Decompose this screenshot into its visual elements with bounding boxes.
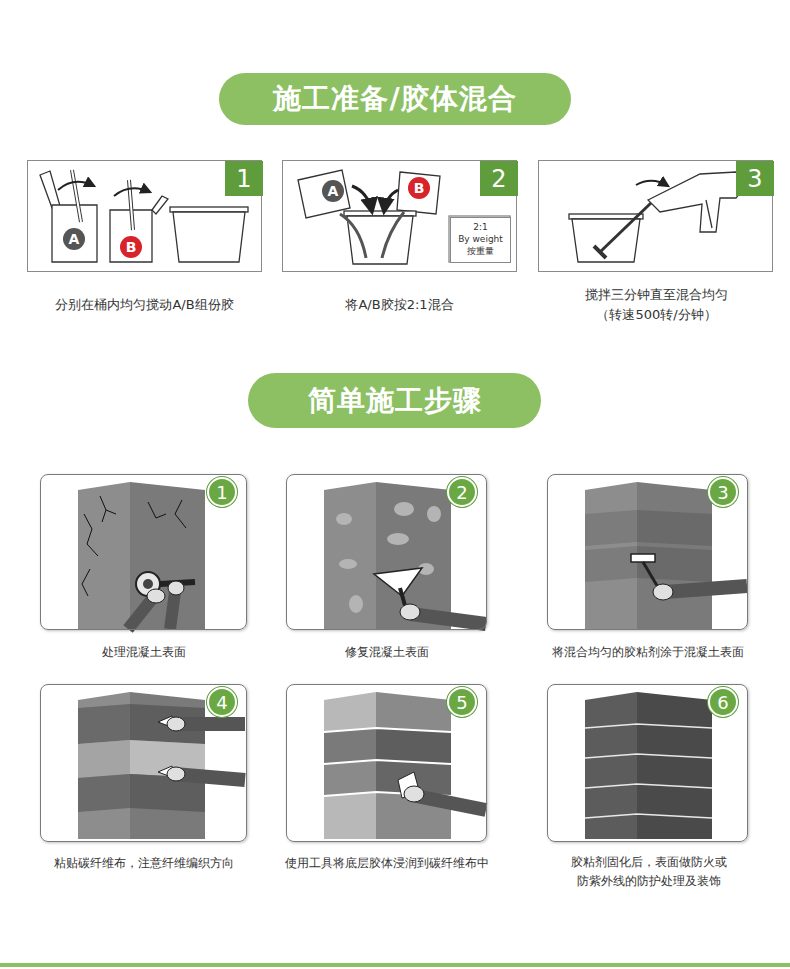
step-number-badge: 5 [447, 687, 477, 717]
step-caption: 搅拌三分钟直至混合均匀 （转速500转/分钟） [582, 285, 732, 325]
callout-number: 2 [456, 482, 467, 503]
ratio-text: By weight [458, 234, 503, 246]
number-badge: 3 [736, 161, 774, 196]
step-panel: 粘贴碳纤维布，注意纤维编织方向4 [40, 684, 247, 842]
prep-panel: 分别在桶内均匀搅动A/B组份胶1AB [27, 160, 262, 272]
step-panel: 使用工具将底层胶体浸润到碳纤维布中5 [286, 684, 487, 842]
step-caption: 分别在桶内均匀搅动A/B组份胶 [8, 295, 281, 315]
step-number-badge: 6 [708, 687, 738, 717]
callout-number: 1 [216, 482, 227, 503]
step-panel: 修复混凝土表面2 [286, 474, 487, 630]
number-badge: 1 [225, 161, 263, 196]
step-number-badge: 3 [708, 477, 738, 507]
section-heading: 施工准备/胶体混合 [273, 80, 516, 118]
callout-number: 1 [236, 165, 251, 193]
step-panel: 将混合均匀的胶粘剂涂于混凝土表面3 [547, 474, 748, 630]
callout-number: 5 [456, 692, 467, 713]
component-circle: B [408, 177, 430, 199]
component-circle: A [63, 228, 85, 250]
component-letter: A [328, 183, 339, 199]
ratio-box: 2:1By weight按重量 [450, 217, 511, 263]
ratio-text: 按重量 [467, 246, 494, 258]
callout-number: 4 [216, 692, 227, 713]
component-letter: A [69, 231, 80, 247]
prep-panel: 搅拌三分钟直至混合均匀 （转速500转/分钟）3 [538, 160, 773, 272]
step-panel: 胶粘剂固化后，表面做防火或 防紫外线的防护处理及装饰6 [547, 684, 748, 842]
callout-number: 6 [717, 692, 728, 713]
component-letter: B [414, 180, 425, 196]
step-panel: 处理混凝土表面1 [40, 474, 247, 630]
step-caption: 胶粘剂固化后，表面做防火或 防紫外线的防护处理及装饰 [568, 853, 730, 890]
step-caption: 粘贴碳纤维布，注意纤维编织方向 [21, 854, 266, 873]
step-caption: 修复混凝土表面 [267, 643, 506, 662]
step-caption: 处理混凝土表面 [21, 643, 266, 662]
component-letter: B [126, 239, 137, 255]
callout-number: 3 [747, 165, 762, 193]
number-badge: 2 [480, 161, 518, 196]
section-pill: 简单施工步骤 [248, 373, 541, 428]
step-caption: 将A/B胶按2:1混合 [263, 295, 536, 315]
step-caption: 使用工具将底层胶体浸润到碳纤维布中 [267, 854, 506, 873]
ratio-text: 2:1 [473, 222, 487, 234]
prep-panel: 将A/B胶按2:1混合2AB2:1By weight按重量 [282, 160, 517, 272]
section-heading: 简单施工步骤 [308, 382, 482, 420]
callout-number: 3 [717, 482, 728, 503]
step-number-badge: 4 [207, 687, 237, 717]
step-number-badge: 1 [207, 477, 237, 507]
callout-number: 2 [491, 165, 506, 193]
step-caption: 将混合均匀的胶粘剂涂于混凝土表面 [528, 643, 767, 662]
step-number-badge: 2 [447, 477, 477, 507]
component-circle: B [120, 236, 142, 258]
section-pill: 施工准备/胶体混合 [219, 73, 571, 125]
component-circle: A [322, 180, 344, 202]
